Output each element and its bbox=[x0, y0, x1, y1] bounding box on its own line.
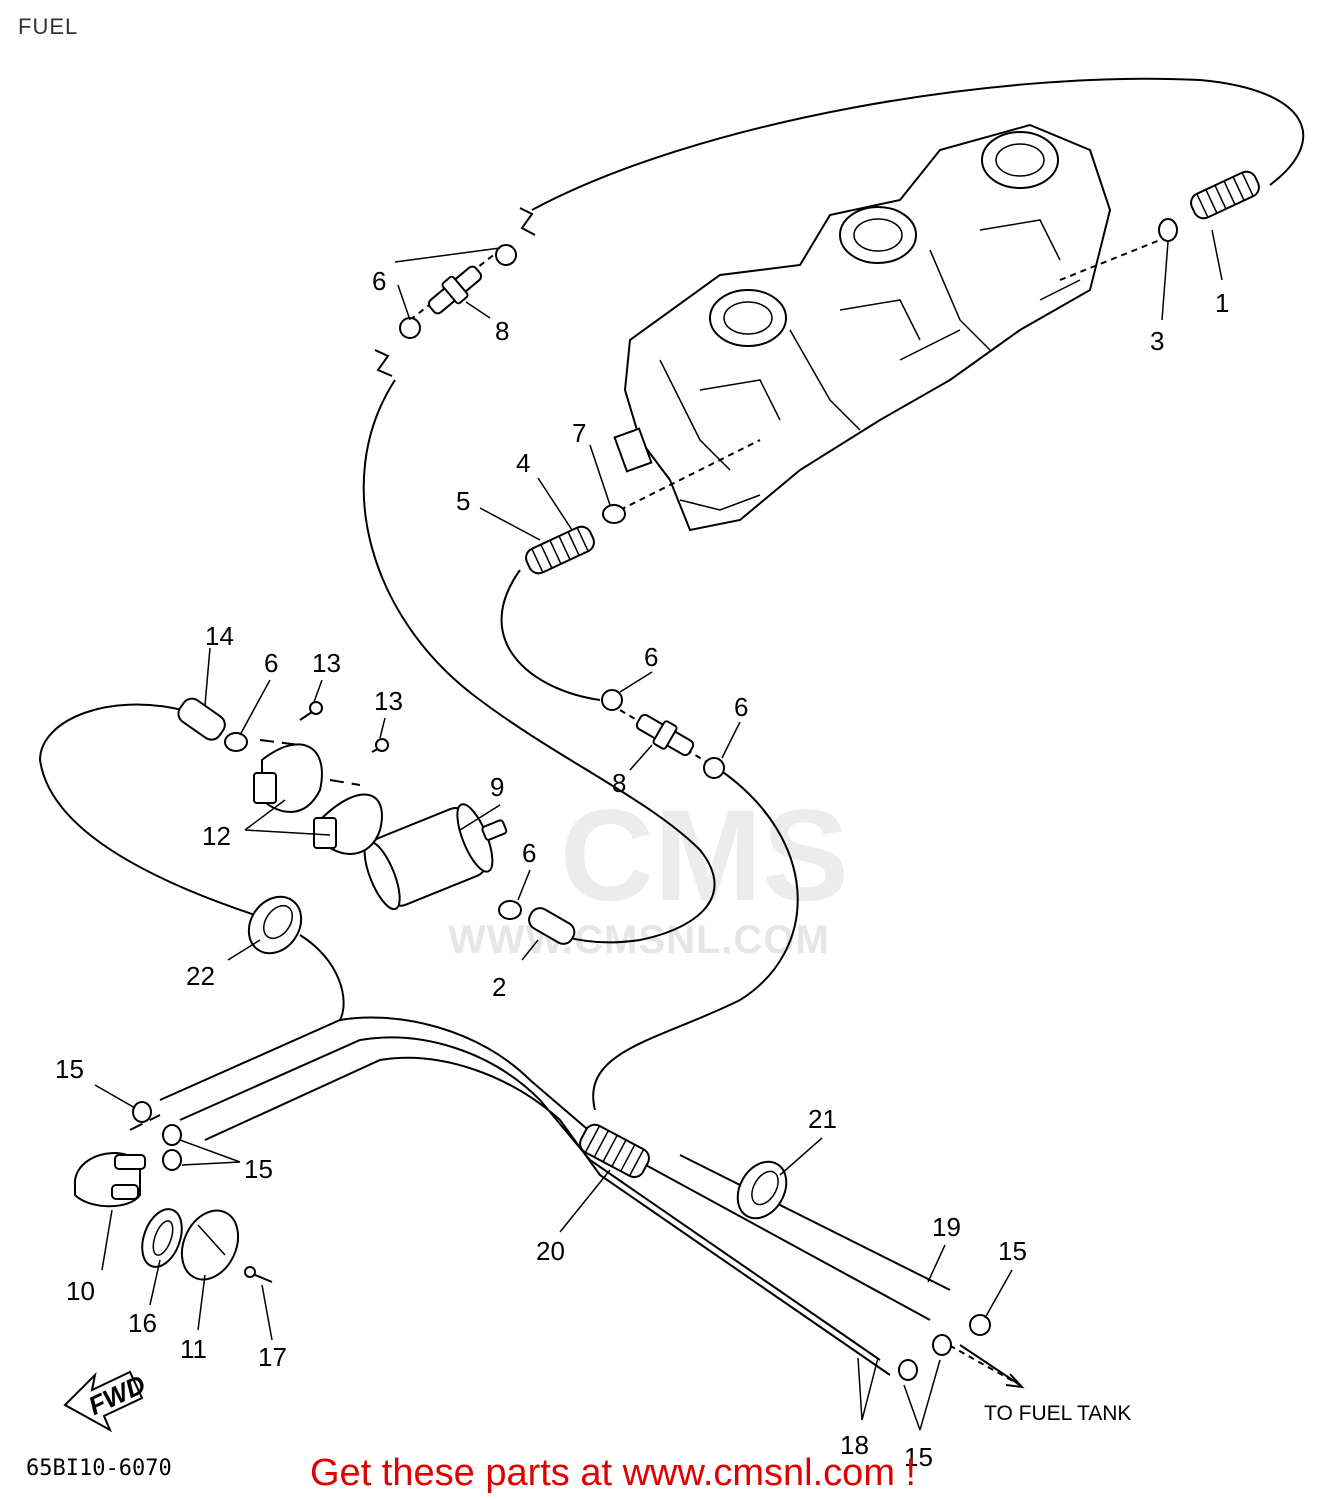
callout-6: 6 bbox=[264, 648, 278, 678]
hose-19-outer bbox=[159, 1016, 931, 1321]
promo-link[interactable]: Get these parts at www.cmsnl.com ! bbox=[310, 1452, 917, 1494]
to-fuel-tank-arrow bbox=[959, 1344, 1025, 1389]
grommet-21[interactable] bbox=[728, 1153, 796, 1227]
to-fuel-tank-label: TO FUEL TANK bbox=[984, 1402, 1132, 1425]
corrugated-hose-4[interactable] bbox=[523, 523, 597, 576]
callout-15: 15 bbox=[998, 1236, 1027, 1266]
diagram-title: FUEL bbox=[18, 14, 79, 39]
callout-22: 22 bbox=[186, 961, 215, 991]
carburetor-assembly[interactable] bbox=[613, 123, 1112, 532]
knob-11[interactable] bbox=[171, 1201, 249, 1288]
hose-18-outer bbox=[179, 1036, 881, 1361]
callout-21: 21 bbox=[808, 1104, 837, 1134]
vent-hose-14[interactable] bbox=[175, 695, 229, 744]
corrugated-sleeve-20[interactable] bbox=[577, 1121, 653, 1180]
callout-3: 3 bbox=[1150, 326, 1164, 356]
vent-line-left bbox=[38, 703, 256, 916]
corrugated-hose-1[interactable] bbox=[1188, 168, 1262, 221]
callout-11: 11 bbox=[180, 1334, 207, 1364]
callout-15: 15 bbox=[904, 1442, 933, 1472]
fuel-cock-10[interactable] bbox=[74, 1152, 146, 1208]
grommet-22[interactable] bbox=[238, 887, 312, 964]
callout-18: 18 bbox=[840, 1430, 869, 1460]
callout-13: 13 bbox=[374, 686, 403, 716]
callout-5: 5 bbox=[456, 486, 470, 516]
fuel-line-to-joint bbox=[500, 569, 601, 701]
callout-13: 13 bbox=[312, 648, 341, 678]
callout-6: 6 bbox=[372, 266, 386, 296]
hose-18-inner bbox=[204, 1056, 891, 1376]
hose-21 bbox=[679, 1154, 951, 1291]
callout-4: 4 bbox=[516, 448, 530, 478]
break-mark bbox=[374, 349, 393, 377]
vent-line-down bbox=[299, 934, 345, 1021]
fuel-filter-9[interactable] bbox=[358, 793, 518, 914]
callout-19: 19 bbox=[932, 1212, 961, 1242]
leader-lines bbox=[94, 229, 1223, 1431]
callout-17: 17 bbox=[258, 1342, 287, 1372]
joint-8-mid[interactable] bbox=[633, 709, 698, 762]
break-mark bbox=[519, 207, 536, 236]
callout-16: 16 bbox=[128, 1308, 157, 1338]
ring-16[interactable] bbox=[135, 1204, 189, 1273]
callout-8: 8 bbox=[612, 768, 626, 798]
screw-17[interactable] bbox=[244, 1266, 273, 1283]
callout-8: 8 bbox=[495, 316, 509, 346]
diagram-code: 65BI10-6070 bbox=[26, 1456, 172, 1481]
callout-2: 2 bbox=[492, 972, 506, 1002]
callout-15: 15 bbox=[244, 1154, 273, 1184]
joint-8-top[interactable] bbox=[424, 261, 487, 319]
filter-bracket-12[interactable] bbox=[253, 743, 383, 855]
callout-20: 20 bbox=[536, 1236, 565, 1266]
hose-2[interactable] bbox=[525, 904, 578, 947]
callout-15: 15 bbox=[55, 1054, 84, 1084]
callout-6: 6 bbox=[644, 642, 658, 672]
screw-13[interactable] bbox=[299, 701, 389, 753]
callout-14: 14 bbox=[205, 621, 234, 651]
fuel-line-mid bbox=[362, 379, 716, 944]
callout-labels: 1 3 6 8 7 4 5 6 6 8 9 6 2 14 6 13 13 12 … bbox=[55, 266, 1229, 1472]
callout-10: 10 bbox=[66, 1276, 95, 1306]
callout-7: 7 bbox=[572, 418, 586, 448]
callout-6: 6 bbox=[734, 692, 748, 722]
hose-clips[interactable] bbox=[132, 218, 1178, 1381]
fuel-line-top bbox=[531, 77, 1305, 211]
callout-6: 6 bbox=[522, 838, 536, 868]
callout-9: 9 bbox=[490, 772, 504, 802]
callout-12: 12 bbox=[202, 821, 231, 851]
fuel-line-return bbox=[592, 769, 799, 1111]
callout-1: 1 bbox=[1215, 288, 1229, 318]
fwd-arrow: FWD bbox=[63, 1369, 150, 1433]
